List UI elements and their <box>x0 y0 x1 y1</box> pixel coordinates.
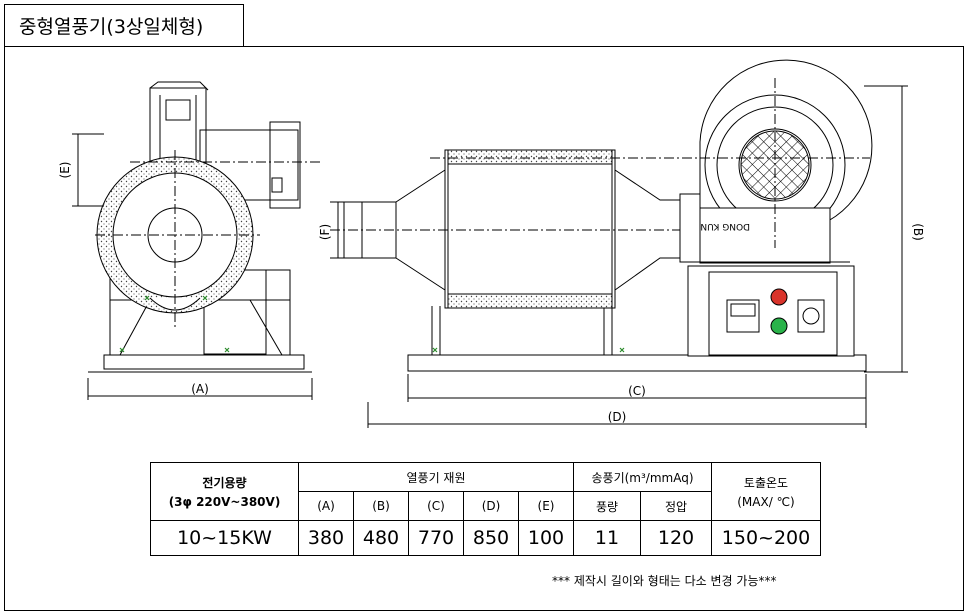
power-subheader: (3φ 220V~380V) <box>168 495 281 509</box>
blower-header: 송풍기(m³/mmAq) <box>573 462 712 492</box>
cell-b: 480 <box>353 520 409 556</box>
power-header: 전기용량 <box>202 476 247 490</box>
cell-flow: 11 <box>573 520 641 556</box>
front-view <box>330 59 908 428</box>
dim-label-d: (D) <box>608 410 627 424</box>
power-header-cell: 전기용량 (3φ 220V~380V) <box>150 462 299 521</box>
col-header-pressure: 정압 <box>640 491 712 521</box>
cell-d: 850 <box>463 520 519 556</box>
dim-label-f: (F) <box>318 224 332 240</box>
table-row: 10~15KW 380 480 770 850 100 11 120 150~2… <box>150 520 821 556</box>
drawing-frame <box>4 46 964 611</box>
col-header-a: (A) <box>298 491 354 521</box>
dim-label-e: (E) <box>58 162 72 179</box>
page-title: 중형열풍기(3상일체형) <box>4 4 244 46</box>
cell-pressure: 120 <box>640 520 712 556</box>
temp-header-cell: 토출온도 (MAX/ ℃) <box>711 462 821 521</box>
side-view <box>72 81 320 400</box>
temp-header: 토출온도 <box>743 476 789 490</box>
stop-lamp-icon <box>770 288 788 306</box>
dim-label-c: (C) <box>628 384 646 398</box>
heater-spec-header: 열풍기 재원 <box>298 462 574 492</box>
temp-subheader: (MAX/ ℃) <box>737 495 795 509</box>
cell-c: 770 <box>408 520 464 556</box>
footnote: *** 제작시 길이와 형태는 다소 변경 가능*** <box>552 574 777 588</box>
col-header-b: (B) <box>353 491 409 521</box>
spec-table: 전기용량 (3φ 220V~380V) 열풍기 재원 송풍기(m³/mmAq) … <box>150 462 821 556</box>
brand-mark: DONG KUN <box>700 221 750 231</box>
col-header-d: (D) <box>463 491 519 521</box>
dim-label-a: (A) <box>191 382 209 396</box>
title-text: 중형열풍기(3상일체형) <box>19 16 204 38</box>
cell-temp: 150~200 <box>711 520 821 556</box>
col-header-c: (C) <box>408 491 464 521</box>
cell-power: 10~15KW <box>150 520 299 556</box>
dim-label-b: (B) <box>911 223 925 241</box>
cell-e: 100 <box>518 520 574 556</box>
col-header-e: (E) <box>518 491 574 521</box>
cell-a: 380 <box>298 520 354 556</box>
col-header-flow: 풍량 <box>573 491 641 521</box>
run-lamp-icon <box>770 317 788 335</box>
